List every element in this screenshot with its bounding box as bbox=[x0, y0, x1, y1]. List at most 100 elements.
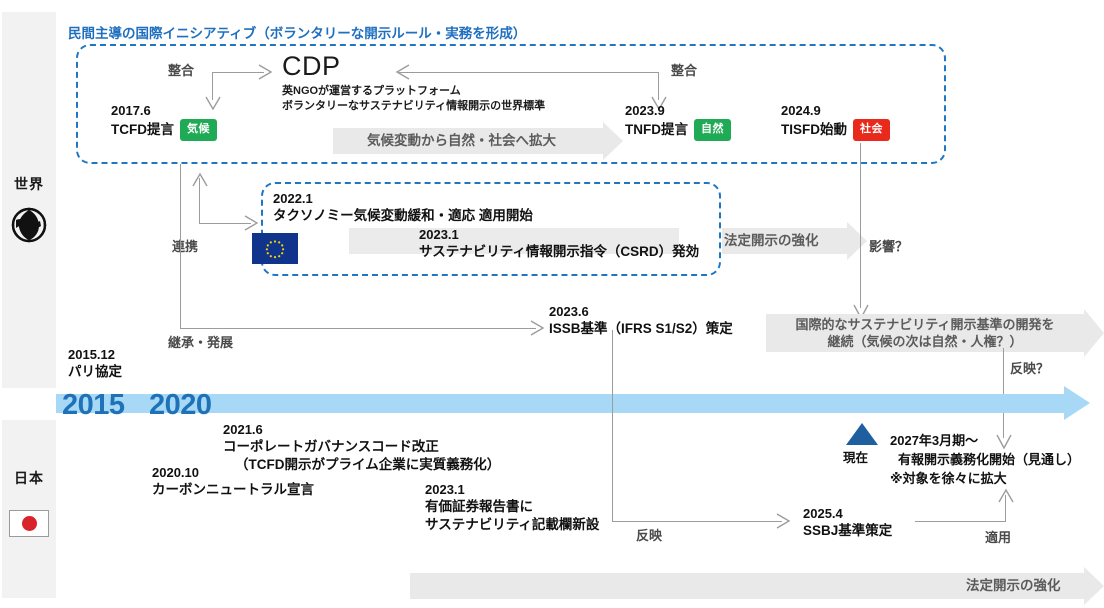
band-strengthen-jp: 法定開示の強化 bbox=[410, 567, 1104, 605]
event-cg-code: 2021.6 コーポレートガバナンスコード改正 （TCFD開示がプライム企業に実… bbox=[223, 421, 500, 474]
forecast-line3: ※対象を徐々に拡大 bbox=[890, 471, 1007, 486]
now-marker-label: 現在 bbox=[843, 451, 869, 465]
timeline-year-2015: 2015 bbox=[62, 389, 125, 421]
event-carbon-neutral-date: 2020.10 bbox=[152, 465, 199, 480]
event-tcfd-date: 2017.6 bbox=[111, 103, 151, 118]
event-paris-date: 2015.12 bbox=[68, 347, 115, 362]
private-initiative-box bbox=[76, 44, 946, 164]
align-right-down-arrowhead bbox=[651, 96, 667, 111]
event-taxonomy-title: タクソノミー気候変動緩和・適応 適用開始 bbox=[273, 208, 533, 223]
rail-world: 世界 bbox=[2, 12, 56, 388]
band-strengthen-jp-label: 法定開示の強化 bbox=[966, 578, 1061, 593]
event-yuho-title-2: サステナビリティ記載欄新設 bbox=[425, 517, 600, 532]
japan-flag-icon bbox=[9, 510, 49, 537]
event-tnfd: 2023.9 TNFD提言 自然 bbox=[625, 102, 731, 141]
timeline-arrowhead bbox=[1064, 386, 1090, 420]
cooperation-line-v bbox=[199, 178, 200, 224]
event-issb-title: ISSB基準（IFRS S1/S2）策定 bbox=[549, 321, 733, 336]
event-tisfd-date: 2024.9 bbox=[781, 103, 821, 118]
band-csrd-highlight bbox=[349, 228, 679, 254]
event-issb-date: 2023.6 bbox=[549, 304, 589, 319]
event-csrd-date: 2023.1 bbox=[419, 227, 459, 242]
event-taxonomy-date: 2022.1 bbox=[273, 191, 313, 206]
event-carbon-neutral-title: カーボンニュートラル宣言 bbox=[152, 482, 314, 497]
cdp-title: CDP bbox=[282, 51, 341, 81]
event-taxonomy: 2022.1 タクソノミー気候変動緩和・適応 適用開始 bbox=[273, 190, 533, 225]
band-strengthen-eu-label: 法定開示の強化 bbox=[724, 233, 819, 248]
event-cg-code-title-2: （TCFD開示がプライム企業に実質義務化） bbox=[235, 457, 501, 472]
forecast-line1: 2027年3月期～ bbox=[890, 433, 979, 448]
cooperation-arrowhead bbox=[244, 215, 259, 231]
event-cg-code-title-1: コーポレートガバナンスコード改正 bbox=[223, 439, 439, 454]
event-issb: 2023.6 ISSB基準（IFRS S1/S2）策定 bbox=[549, 303, 733, 338]
forecast-note: 2027年3月期～ 有報開示義務化開始（見通し） ※対象を徐々に拡大 bbox=[890, 431, 1080, 488]
rail-world-label: 世界 bbox=[14, 176, 44, 192]
inherit-line-h bbox=[180, 328, 536, 329]
apply-up-arrowhead bbox=[998, 488, 1014, 503]
cdp-desc-line2: ボランタリーなサステナビリティ情報開示の世界標準 bbox=[282, 100, 546, 112]
private-initiative-title: 民間主導の国際イニシアティブ（ボランタリーな開示ルール・実務を形成） bbox=[68, 26, 527, 41]
event-ssbj-date: 2025.4 bbox=[803, 506, 843, 521]
connector-label-inherit: 継承・発展 bbox=[168, 335, 234, 350]
connector-label-apply: 適用 bbox=[985, 530, 1012, 545]
forecast-line2: 有報開示義務化開始（見通し） bbox=[898, 452, 1081, 467]
align-right-line-h bbox=[399, 72, 658, 73]
connector-label-align-right: 整合 bbox=[671, 63, 698, 78]
rail-japan: 日本 bbox=[2, 420, 56, 598]
inherit-line-v bbox=[180, 164, 181, 328]
event-carbon-neutral: 2020.10 カーボンニュートラル宣言 bbox=[152, 464, 314, 499]
event-yuho: 2023.1 有価証券報告書に サステナビリティ記載欄新設 bbox=[425, 481, 599, 534]
event-tcfd-title: TCFD提言 bbox=[111, 122, 174, 137]
event-paris: 2015.12 パリ協定 bbox=[68, 346, 122, 381]
reflectq-line-v bbox=[1003, 348, 1004, 438]
connector-label-reflect-q: 反映？ bbox=[1010, 361, 1050, 376]
event-ssbj-title: SSBJ基準策定 bbox=[803, 523, 893, 538]
influence-line-v bbox=[860, 143, 861, 308]
cdp-desc-line1: 英NGOが運営するプラットフォーム bbox=[282, 85, 461, 97]
connector-label-cooperation: 連携 bbox=[172, 239, 199, 254]
cdp-description: 英NGOが運営するプラットフォーム ボランタリーなサステナビリティ情報開示の世界… bbox=[282, 84, 545, 114]
reflect-line-v bbox=[612, 330, 613, 521]
timeline-year-2020: 2020 bbox=[149, 389, 212, 421]
event-csrd-title: サステナビリティ情報開示指令（CSRD）発効 bbox=[419, 244, 700, 259]
band-continue-line1: 国際的なサステナビリティ開示基準の開発を bbox=[795, 317, 1055, 332]
eu-flag-icon bbox=[252, 233, 298, 264]
rail-japan-label: 日本 bbox=[14, 470, 44, 486]
eu-csrd-box bbox=[261, 182, 721, 276]
reflect-arrowhead bbox=[776, 513, 791, 529]
event-tisfd: 2024.9 TISFD始動 社会 bbox=[781, 102, 890, 141]
align-left-arrowhead bbox=[258, 64, 273, 80]
align-right-line-v bbox=[658, 72, 659, 100]
event-cg-code-date: 2021.6 bbox=[223, 422, 263, 437]
cooperation-up-arrowhead bbox=[192, 172, 208, 187]
timeline-bar bbox=[56, 394, 1072, 413]
globe-icon bbox=[11, 207, 47, 248]
align-left-line-h bbox=[212, 72, 264, 73]
reflectq-down-arrowhead bbox=[996, 434, 1012, 450]
event-tnfd-title: TNFD提言 bbox=[625, 122, 688, 137]
cooperation-line-h bbox=[199, 223, 251, 224]
event-csrd: 2023.1 サステナビリティ情報開示指令（CSRD）発効 bbox=[419, 226, 699, 261]
apply-line-h bbox=[915, 521, 1006, 522]
band-expand-scope-label: 気候変動から自然・社会へ拡大 bbox=[367, 133, 556, 148]
connector-label-reflect: 反映 bbox=[636, 528, 663, 543]
event-tisfd-title: TISFD始動 bbox=[781, 122, 847, 137]
inherit-arrowhead bbox=[530, 320, 545, 336]
band-expand-scope: 気候変動から自然・社会へ拡大 bbox=[333, 122, 623, 160]
event-tisfd-badge: 社会 bbox=[853, 119, 890, 141]
event-paris-title: パリ協定 bbox=[68, 364, 122, 379]
event-tnfd-badge: 自然 bbox=[694, 119, 731, 141]
band-continue-development: 国際的なサステナビリティ開示基準の開発を 継続（気候の次は自然・人権？） bbox=[766, 309, 1104, 357]
event-yuho-title-1: 有価証券報告書に bbox=[425, 499, 533, 514]
align-left-line-v bbox=[212, 72, 213, 100]
band-continue-development-label: 国際的なサステナビリティ開示基準の開発を 継続（気候の次は自然・人権？） bbox=[766, 316, 1084, 350]
event-tcfd-badge: 気候 bbox=[180, 119, 217, 141]
band-continue-line2: 継続（気候の次は自然・人権？） bbox=[827, 334, 1023, 349]
align-right-arrowhead bbox=[395, 64, 410, 80]
band-strengthen-eu: 法定開示の強化 bbox=[722, 222, 867, 260]
reflect-line-h bbox=[612, 521, 782, 522]
apply-line-v bbox=[1005, 495, 1006, 522]
event-yuho-date: 2023.1 bbox=[425, 482, 465, 497]
event-tnfd-date: 2023.9 bbox=[625, 103, 665, 118]
